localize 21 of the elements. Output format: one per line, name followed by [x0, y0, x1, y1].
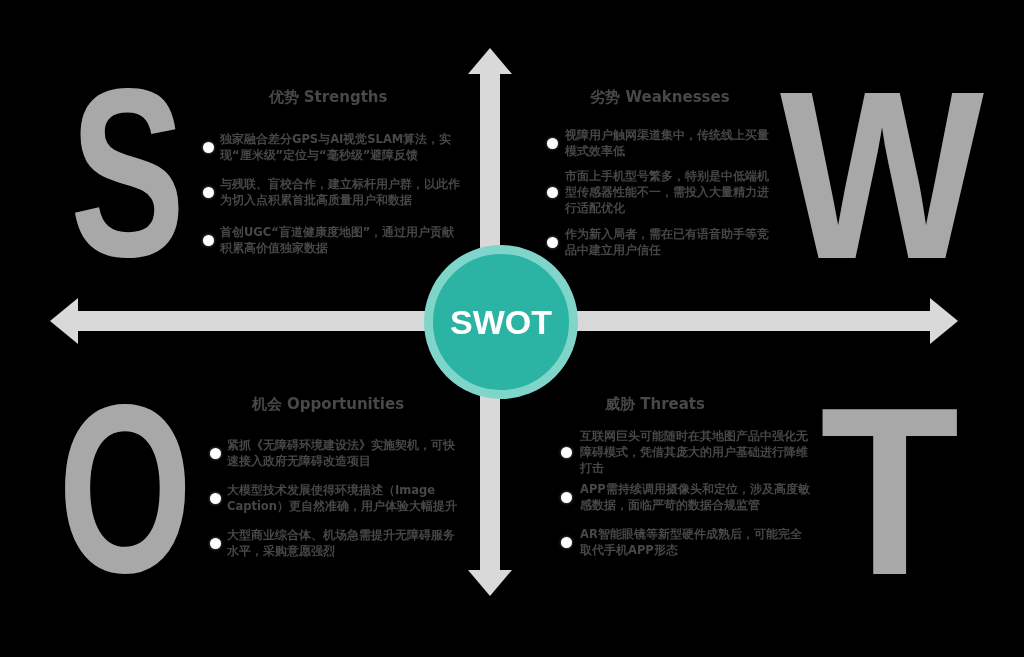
quadrant-letter: O: [58, 402, 193, 576]
bullet-text: 互联网巨头可能随时在其地图产品中强化无障碍模式，凭借其庞大的用户基础进行降维打击: [580, 428, 809, 476]
center-label: SWOT: [450, 302, 552, 342]
bullet-text: 独家融合差分GPS与AI视觉SLAM算法，实现“厘米级”定位与“毫秒级”避障反馈: [220, 131, 453, 163]
bullet-text: 视障用户触网渠道集中，传统线上买量模式效率低: [565, 127, 770, 159]
bullet-text: 作为新入局者，需在已有语音助手等竞品中建立用户信任: [565, 226, 770, 258]
bullet-text: APP需持续调用摄像头和定位，涉及高度敏感数据，面临严苛的数据合规监管: [580, 481, 811, 513]
bullet-text: 市面上手机型号繁多，特别是中低端机型传感器性能不一，需投入大量精力进行适配优化: [565, 168, 770, 216]
bullet-text: 紧抓《无障碍环境建设法》实施契机，可快速接入政府无障碍改造项目: [227, 437, 456, 469]
quadrant-letter: S: [70, 86, 186, 260]
bullet-text: 首创UGC“盲道健康度地图”，通过用户贡献积累高价值独家数据: [220, 224, 456, 256]
quadrant-letter: T: [820, 404, 960, 578]
bullet-text: 大型商业综合体、机场急需提升无障碍服务水平，采购意愿强烈: [227, 527, 456, 559]
quadrant-heading: 威胁 Threats: [605, 395, 705, 414]
bullet-text: 与残联、盲校合作，建立标杆用户群，以此作为切入点积累首批高质量用户和数据: [220, 176, 461, 208]
quadrant-letter: W: [780, 88, 984, 262]
quadrant-heading: 劣势 Weaknesses: [590, 88, 730, 107]
bullet-text: AR智能眼镜等新型硬件成熟后，可能完全取代手机APP形态: [580, 526, 803, 558]
quadrant-heading: 机会 Opportunities: [251, 395, 405, 414]
bullet-text: 大模型技术发展使得环境描述（Image Caption）更自然准确，用户体验大幅提升: [227, 482, 458, 514]
quadrant-heading: 优势 Strengths: [268, 88, 388, 107]
